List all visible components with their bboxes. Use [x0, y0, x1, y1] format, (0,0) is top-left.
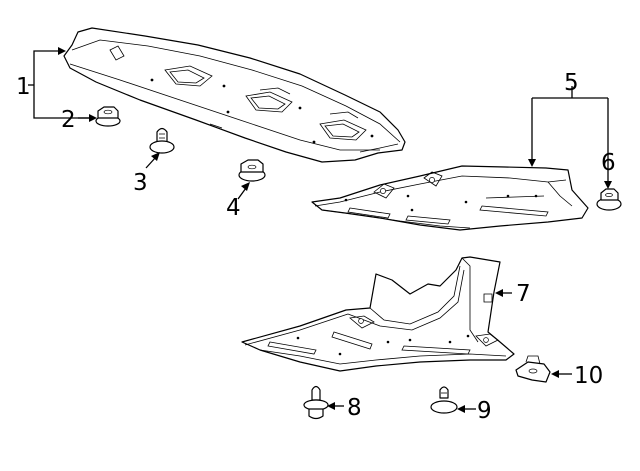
leader-lines: [28, 47, 612, 413]
callout-3: 3: [133, 170, 148, 196]
callout-5: 5: [564, 70, 579, 96]
rear-shield: [241, 256, 515, 372]
callout-6: 6: [601, 150, 616, 176]
push-pin-fastener: [149, 127, 175, 154]
push-rivet-fastener: [303, 385, 329, 420]
upper-splash-shield: [63, 27, 406, 163]
nut-fastener-2: [238, 159, 266, 182]
nut-fastener: [95, 106, 121, 127]
center-shield: [311, 165, 589, 231]
callout-10: 10: [574, 363, 603, 389]
callout-9: 9: [477, 398, 492, 424]
callout-7: 7: [516, 281, 531, 307]
callout-1: 1: [16, 74, 31, 100]
callout-2: 2: [61, 107, 76, 133]
bracket-clip: [515, 355, 551, 383]
push-pin-fastener-2: [430, 386, 458, 414]
callout-8: 8: [347, 395, 362, 421]
callout-4: 4: [226, 195, 241, 221]
clip-fastener: [596, 188, 622, 211]
